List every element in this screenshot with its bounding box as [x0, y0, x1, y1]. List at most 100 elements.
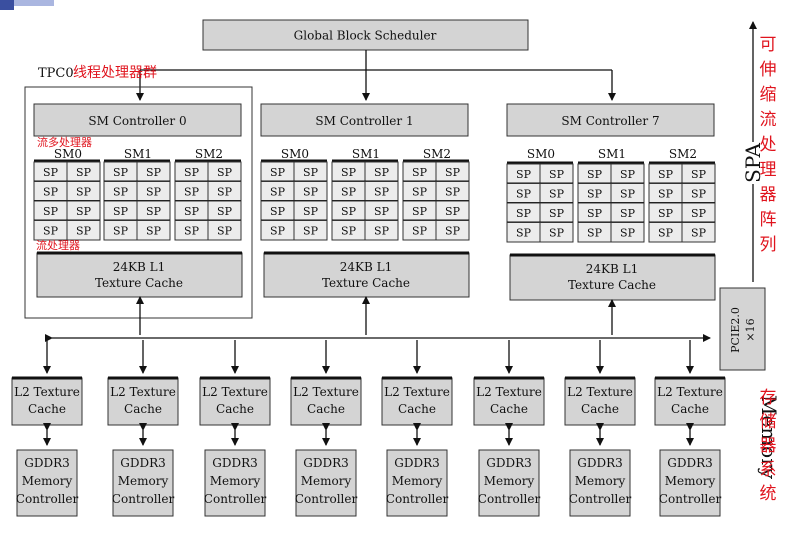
l2-cache-box	[381, 377, 453, 426]
l2-cache-box	[473, 377, 545, 426]
memory-controller-label-line2: Memory	[575, 474, 626, 488]
sp-label: SP	[587, 168, 603, 181]
sp-label: SP	[184, 205, 200, 218]
sp-label: SP	[303, 225, 319, 238]
sm-label: SM2	[669, 147, 697, 161]
l1-cache-box	[263, 252, 470, 298]
sp-label: SP	[516, 188, 532, 201]
sp-label: SP	[303, 166, 319, 179]
sp-cell	[681, 222, 716, 243]
sp-label: SP	[270, 186, 286, 199]
sp-label: SP	[113, 205, 129, 218]
sp-label: SP	[445, 166, 461, 179]
l2-cache-label-line1: L2 Texture	[14, 385, 80, 399]
sp-label: SP	[549, 227, 565, 240]
corner-decoration	[0, 0, 54, 10]
l2-cache-label-line1: L2 Texture	[110, 385, 176, 399]
spa-side-label	[741, 21, 765, 282]
sp-label: SP	[146, 205, 162, 218]
memory-controller-box	[659, 449, 721, 517]
sp-label: SP	[587, 188, 603, 201]
sp-label: SP	[691, 188, 707, 201]
tpc-annotation: 线程处理器群	[73, 65, 157, 81]
sp-annotation: 流处理器	[36, 238, 80, 252]
sp-cell	[207, 220, 242, 241]
sp-label: SP	[303, 186, 319, 199]
sp-label: SP	[270, 205, 286, 218]
memory-controller-label-line1: GDDR3	[212, 456, 258, 470]
pcie-box	[719, 287, 766, 371]
l1-cache-label-line1: 24KB L1	[586, 262, 638, 276]
memory-controller-label-line3: Controller	[386, 492, 449, 506]
sp-label: SP	[412, 225, 428, 238]
sp-label: SP	[341, 205, 357, 218]
memory-label: Memory	[757, 395, 781, 480]
sm-label: SM1	[124, 147, 152, 161]
sp-label: SP	[620, 207, 636, 220]
sp-cell	[364, 220, 399, 241]
sp-label: SP	[43, 205, 59, 218]
sm-label: SM0	[54, 147, 82, 161]
sp-label: SP	[445, 225, 461, 238]
sp-label: SP	[341, 166, 357, 179]
sp-label: SP	[412, 166, 428, 179]
l2-cache-label-line1: L2 Texture	[476, 385, 542, 399]
sm-label: SM0	[527, 147, 555, 161]
global-block-scheduler-label: Global Block Scheduler	[294, 29, 437, 43]
sp-label: SP	[516, 227, 532, 240]
sm-label: SM1	[352, 147, 380, 161]
memory-controller-label-line2: Memory	[301, 474, 352, 488]
sp-label: SP	[620, 188, 636, 201]
sm-controller-label: SM Controller 0	[88, 114, 186, 128]
l1-bus-connections	[136, 296, 616, 335]
l2-cache-box	[11, 377, 83, 426]
sp-label: SP	[691, 207, 707, 220]
sp-label: SP	[691, 168, 707, 181]
memory-controller-box	[478, 449, 540, 517]
l2-cache-label-line1: L2 Texture	[567, 385, 633, 399]
sp-label: SP	[184, 225, 200, 238]
sp-label: SP	[587, 207, 603, 220]
memory-controller-label-line1: GDDR3	[394, 456, 440, 470]
sp-label: SP	[445, 186, 461, 199]
sm-annotation: 流多处理器	[37, 135, 92, 149]
memory-controller-label-line3: Controller	[659, 492, 722, 506]
sp-label: SP	[516, 168, 532, 181]
memory-controller-box	[295, 449, 357, 517]
memory-controller-label-line3: Controller	[16, 492, 79, 506]
l2-cache-box	[199, 377, 271, 426]
sp-cell	[610, 222, 645, 243]
sp-label: SP	[43, 186, 59, 199]
memory-controller-label-line1: GDDR3	[120, 456, 166, 470]
sp-label: SP	[217, 205, 233, 218]
sp-label: SP	[549, 188, 565, 201]
l2-cache-label-line1: L2 Texture	[657, 385, 723, 399]
l2-cache-label-line2: Cache	[671, 402, 709, 416]
sp-label: SP	[146, 225, 162, 238]
spa-label: SPA	[741, 143, 765, 183]
sm-controller-box	[33, 103, 242, 137]
spa-annotation: 可伸缩流处理器阵列	[760, 35, 777, 255]
memory-controller-label-line2: Memory	[665, 474, 716, 488]
sp-label: SP	[516, 207, 532, 220]
sp-label: SP	[76, 205, 92, 218]
l2-cache-label-line2: Cache	[307, 402, 345, 416]
sp-cell	[66, 220, 101, 241]
l2-cache-label-line2: Cache	[581, 402, 619, 416]
l2-cache-label-line2: Cache	[398, 402, 436, 416]
sp-label: SP	[184, 166, 200, 179]
sp-label: SP	[146, 166, 162, 179]
l2-cache-label-line2: Cache	[124, 402, 162, 416]
sp-label: SP	[341, 225, 357, 238]
sp-cell	[539, 222, 574, 243]
